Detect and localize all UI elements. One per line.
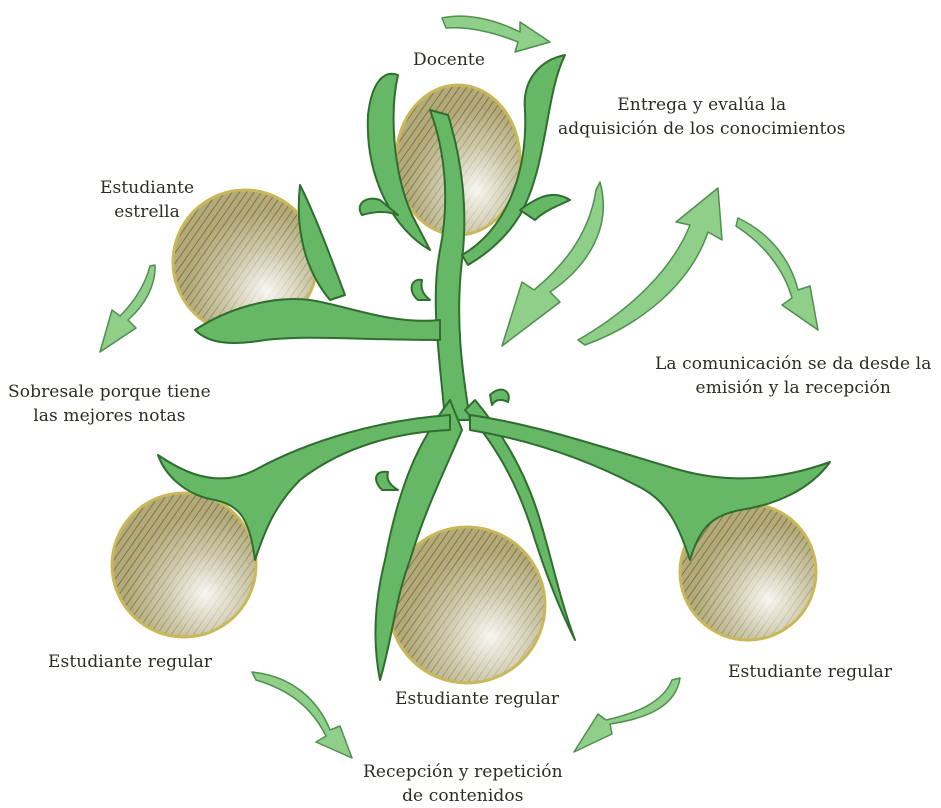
label-sobresale-line-1: Sobresale porque tiene [8, 380, 211, 404]
arrow-communication-down [736, 218, 818, 330]
arrow-top [442, 16, 550, 52]
arrow-bottom-left [252, 672, 352, 758]
arrow-bottom-right [574, 678, 680, 752]
label-regular-left: Estudiante regular [48, 650, 212, 674]
label-entrega: Entrega y evalúa la adquisición de los c… [558, 93, 846, 141]
arrow-estrella-down [100, 265, 155, 352]
label-recepcion-line-1: Recepción y repetición [363, 760, 563, 784]
label-comunicacion: La comunicación se da desde la emisión y… [655, 352, 931, 400]
label-regular-center: Estudiante regular [395, 687, 559, 711]
seed-regular-left [112, 493, 256, 637]
label-recepcion: Recepción y repetición de contenidos [363, 760, 563, 808]
label-sobresale: Sobresale porque tiene las mejores notas [8, 380, 211, 428]
label-sobresale-line-2: las mejores notas [8, 404, 211, 428]
label-entrega-line-1: Entrega y evalúa la [558, 93, 846, 117]
label-comunicacion-line-1: La comunicación se da desde la [655, 352, 931, 376]
label-entrega-line-2: adquisición de los conocimientos [558, 117, 846, 141]
label-recepcion-line-2: de contenidos [363, 784, 563, 808]
label-comunicacion-line-2: emisión y la recepción [655, 376, 931, 400]
label-docente: Docente [413, 48, 485, 72]
label-estrella-line-1: Estudiante [100, 176, 194, 200]
label-estudiante-estrella: Estudiante estrella [100, 176, 194, 224]
label-regular-right: Estudiante regular [728, 660, 892, 684]
label-estrella-line-2: estrella [100, 200, 194, 224]
